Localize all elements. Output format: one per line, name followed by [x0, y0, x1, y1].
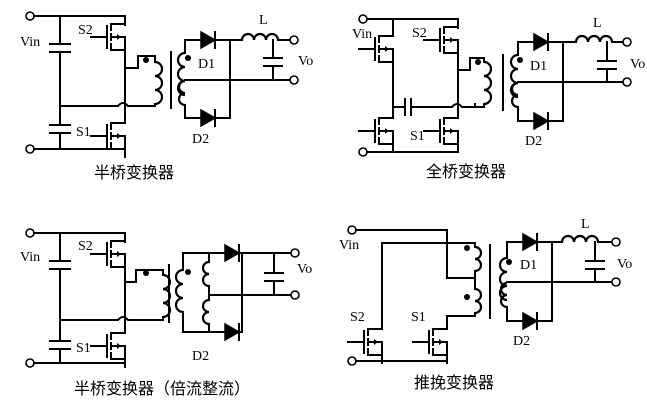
diode-d2-icon — [224, 323, 240, 341]
transformer-primary-icon — [153, 60, 164, 106]
input-capacitors — [49, 15, 71, 150]
diode-d2-icon — [200, 109, 216, 127]
vo-label: Vo — [297, 262, 312, 277]
vin-positive-terminal — [25, 228, 35, 238]
output-inductor-1-icon — [201, 260, 211, 288]
switch-s1-icon — [423, 109, 459, 153]
caption-full-bridge: 全桥变换器 — [426, 162, 506, 181]
output-inductor-2-icon — [201, 298, 211, 326]
diode-d1-icon — [200, 31, 216, 49]
output-capacitor — [264, 252, 284, 296]
d1-label: D1 — [530, 59, 547, 74]
input-capacitors — [49, 232, 71, 364]
switch-s1-icon — [90, 114, 126, 158]
vin-label: Vin — [339, 238, 359, 253]
diode-d1-icon — [224, 244, 240, 262]
vin-negative-terminal — [347, 356, 357, 366]
vo-negative-terminal — [622, 77, 632, 87]
vin-label: Vin — [352, 27, 372, 42]
vo-positive-terminal — [290, 248, 300, 258]
vo-negative-terminal — [289, 75, 299, 85]
switch-left-low-icon — [358, 109, 394, 153]
s1-label: S1 — [76, 125, 91, 140]
s2-label: S2 — [412, 26, 427, 41]
output-capacitor — [263, 39, 291, 81]
vin-negative-terminal — [25, 144, 35, 154]
s1-label: S1 — [410, 129, 425, 144]
blocking-capacitor — [392, 98, 476, 116]
s2-label: S2 — [350, 310, 365, 325]
push-pull-converter: Vin S2 S1 D1 D2 L Vo 推挽变换器 — [339, 217, 632, 392]
inductor-l-icon — [560, 234, 600, 244]
vin-negative-terminal — [25, 358, 35, 368]
half-bridge-current-doubler-converter: Vin S2 S1 D2 Vo 半桥变换器（倍流整流） — [20, 228, 312, 398]
d1-label: D1 — [198, 57, 215, 72]
s2-label: S2 — [78, 23, 93, 38]
l-label: L — [259, 13, 268, 28]
vin-positive-terminal — [358, 14, 368, 24]
switch-s1-icon — [90, 324, 126, 368]
full-bridge-converter: Vin S2 S1 D1 D2 L Vo 全桥变换器 — [352, 14, 645, 181]
s1-label: S1 — [76, 341, 91, 356]
polarity-dot — [464, 245, 470, 251]
vin-positive-terminal — [347, 225, 357, 235]
switch-s1-icon — [412, 320, 448, 364]
output-capacitor — [597, 41, 625, 83]
vo-positive-terminal — [611, 237, 621, 247]
diode-d1-icon — [522, 233, 538, 251]
transformer-primary-lower-icon — [473, 287, 483, 315]
caption-half-bridge: 半桥变换器 — [94, 163, 174, 182]
vo-label: Vo — [617, 257, 632, 272]
vo-positive-terminal — [289, 35, 299, 45]
output-capacitor — [585, 241, 614, 283]
d2-label: D2 — [192, 132, 209, 147]
vo-label: Vo — [298, 54, 313, 69]
s2-label: S2 — [78, 239, 93, 254]
diode-d2-icon — [522, 312, 538, 330]
switch-s2-icon — [90, 232, 126, 276]
half-bridge-converter: Vin S2 S1 D1 D2 L Vo 半桥变换器 — [20, 11, 313, 182]
s1-label: S1 — [411, 310, 426, 325]
vin-positive-terminal — [25, 11, 35, 21]
transformer-primary-upper-icon — [473, 245, 483, 273]
vo-positive-terminal — [622, 37, 632, 47]
caption-current-doubler: 半桥变换器（倍流整流） — [74, 379, 250, 398]
vin-negative-terminal — [358, 147, 368, 157]
d2-label: D2 — [525, 134, 542, 149]
switch-s2-icon — [423, 18, 459, 62]
polarity-dot — [464, 294, 470, 300]
caption-push-pull: 推挽变换器 — [414, 373, 494, 392]
midpoint-wire — [59, 102, 146, 107]
diode-d2-icon — [533, 112, 549, 130]
diode-d1-icon — [533, 33, 549, 51]
l-label: L — [593, 16, 602, 31]
vo-negative-terminal — [611, 277, 621, 287]
transformer-primary-icon — [482, 60, 493, 106]
vo-label: Vo — [630, 57, 645, 72]
d2-label: D2 — [513, 334, 530, 349]
transformer-secondary-icon — [174, 268, 185, 314]
d1-label: D1 — [520, 258, 537, 273]
d2-label: D2 — [192, 349, 209, 364]
l-label: L — [581, 217, 590, 232]
vin-label: Vin — [20, 35, 40, 50]
vo-negative-terminal — [290, 290, 300, 300]
vin-label: Vin — [20, 250, 40, 265]
switch-s2-icon — [90, 15, 126, 59]
